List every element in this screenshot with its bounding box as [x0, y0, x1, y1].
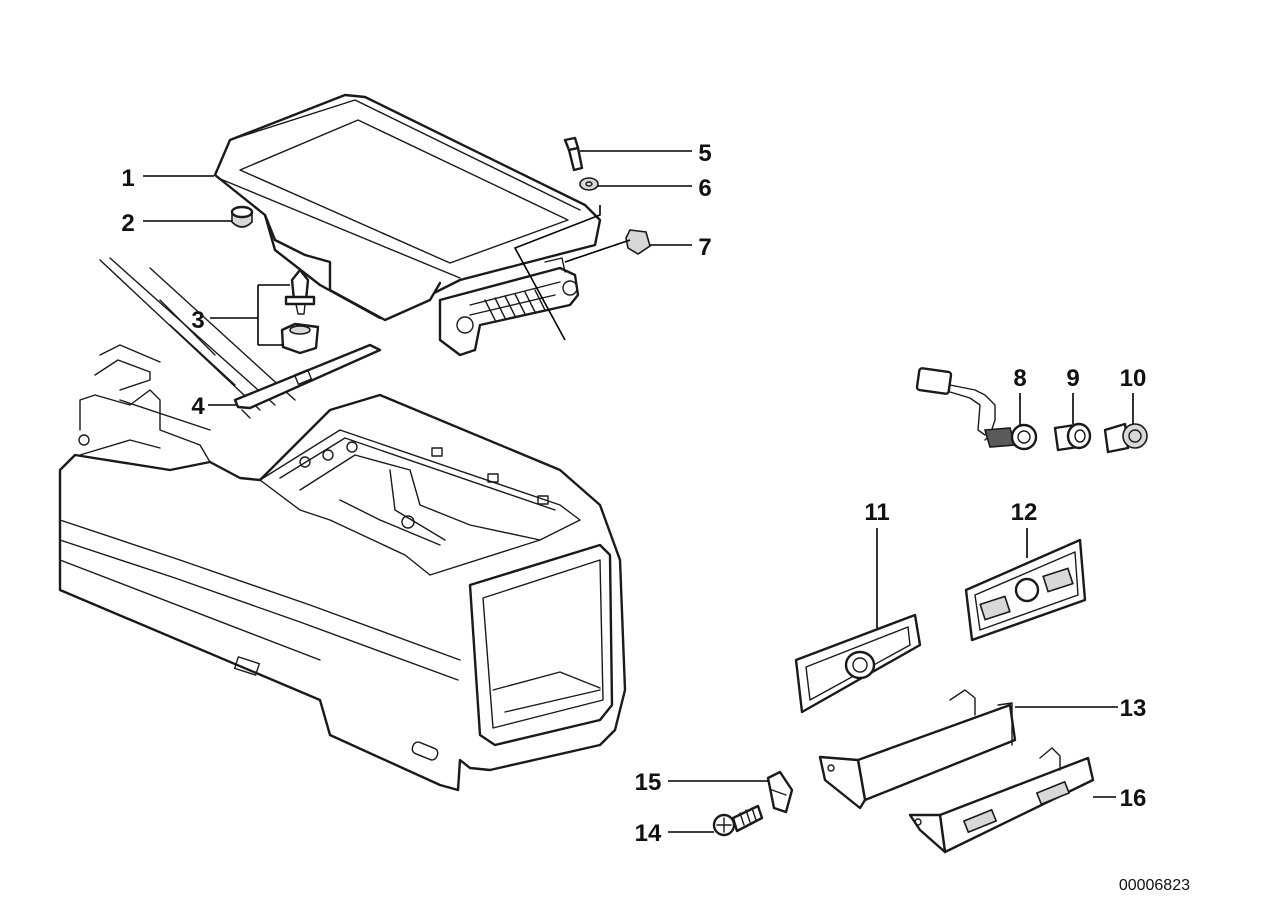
- callout-8: 8: [1013, 365, 1026, 392]
- diagram-reference-number: 00006823: [1119, 877, 1190, 894]
- expanding-rivet: [284, 268, 316, 315]
- clip-receptacle: [280, 322, 320, 355]
- socket-sleeve: [1053, 422, 1092, 452]
- callout-12: 12: [1011, 499, 1038, 526]
- rubber-buffer: [230, 205, 254, 228]
- washer: [579, 177, 599, 191]
- leader-lines: [143, 150, 1134, 833]
- screw: [563, 136, 584, 172]
- socket-cap: [1103, 422, 1148, 454]
- callout-9: 9: [1066, 365, 1079, 392]
- bushing: [625, 229, 651, 255]
- callout-4: 4: [191, 393, 205, 420]
- armrest-lid: [213, 93, 602, 357]
- cover-strip: [233, 343, 382, 419]
- triple-socket-trim: [964, 538, 1087, 642]
- center-console: [58, 257, 627, 792]
- speed-nut: [766, 770, 794, 814]
- callout-10: 10: [1120, 365, 1147, 392]
- callout-7: 7: [698, 234, 711, 261]
- callout-3: 3: [191, 307, 204, 334]
- lighter-socket-wiring: [915, 367, 1038, 451]
- callout-6: 6: [698, 175, 711, 202]
- bracket: [818, 689, 1017, 810]
- callout-16: 16: [1120, 785, 1147, 812]
- callout-2: 2: [121, 210, 134, 237]
- callout-13: 13: [1120, 695, 1147, 722]
- dual-socket-holder: [908, 747, 1095, 854]
- callout-14: 14: [635, 820, 662, 847]
- tapping-screw: [712, 804, 764, 837]
- callout-15: 15: [635, 769, 662, 796]
- callout-1: 1: [121, 165, 134, 192]
- callout-11: 11: [864, 499, 889, 526]
- single-socket-trim: [794, 613, 922, 714]
- callout-5: 5: [698, 140, 711, 167]
